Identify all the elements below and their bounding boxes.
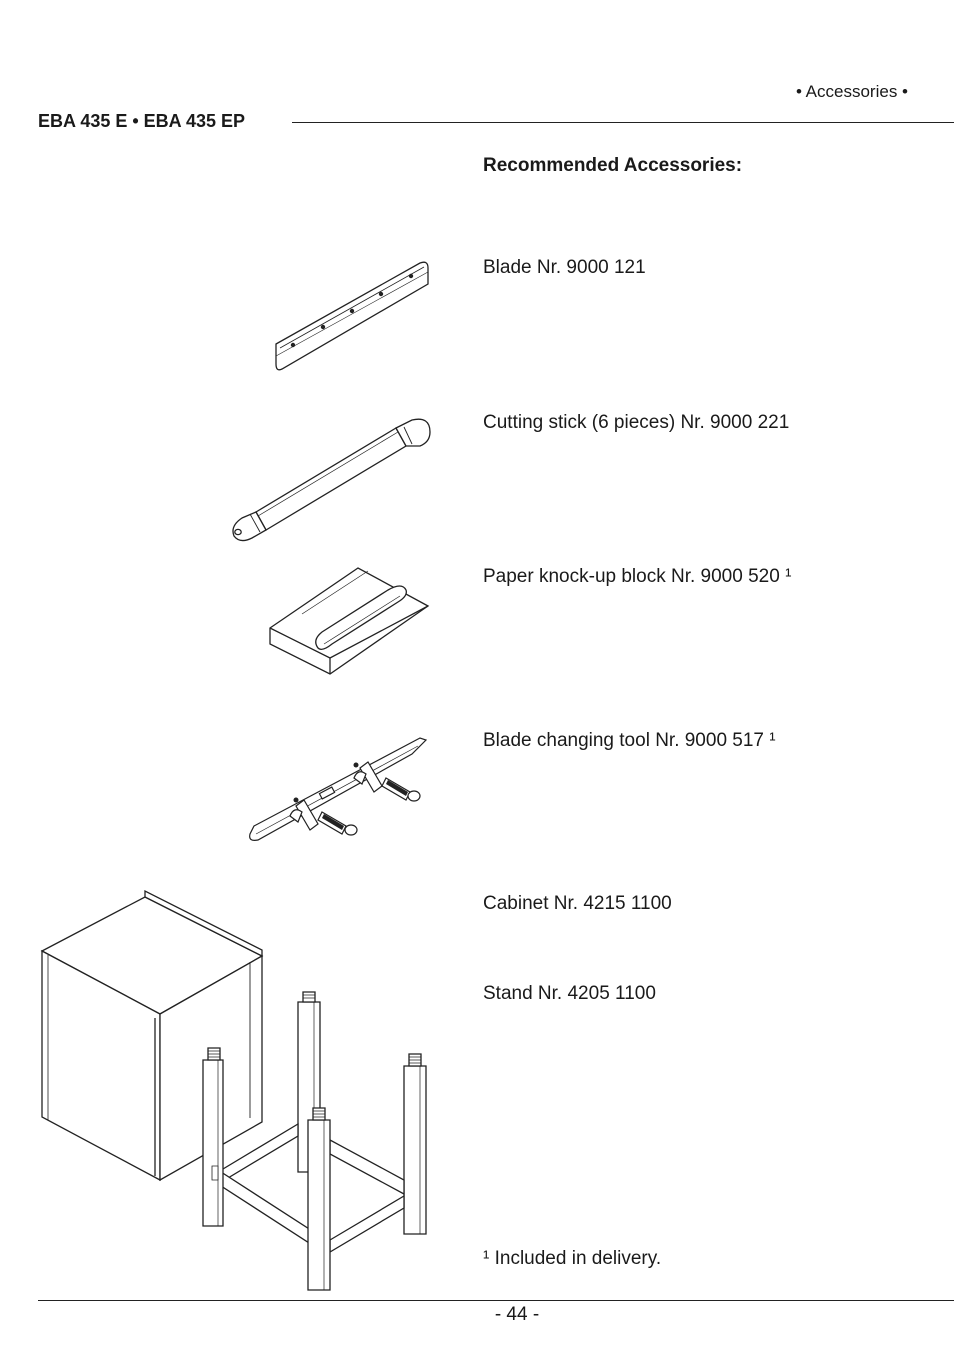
cutting-stick-illustration — [228, 414, 436, 544]
item-label-blade-changing-tool: Blade changing tool Nr. 9000 517 ¹ — [483, 730, 776, 751]
item-label-blade: Blade Nr. 9000 121 — [483, 257, 646, 278]
knock-up-block-illustration — [266, 564, 432, 676]
cabinet-illustration — [36, 888, 266, 1186]
header-rule — [292, 122, 954, 123]
section-tag: • Accessories • — [795, 82, 908, 101]
section-heading: Recommended Accessories: — [483, 155, 743, 176]
item-label-stand: Stand Nr. 4205 1100 — [483, 983, 656, 1004]
item-label-cabinet: Cabinet Nr. 4215 1100 — [483, 893, 672, 914]
document-title: EBA 435 E • EBA 435 EP — [38, 111, 246, 131]
footer-rule — [38, 1300, 954, 1301]
page-number: - 44 - — [494, 1304, 540, 1325]
item-label-knock-up-block: Paper knock-up block Nr. 9000 520 ¹ — [483, 566, 792, 587]
blade-changing-tool-illustration — [246, 732, 428, 846]
blade-illustration — [270, 258, 436, 376]
footnote: ¹ Included in delivery. — [483, 1248, 662, 1269]
item-label-cutting-stick: Cutting stick (6 pieces) Nr. 9000 221 — [483, 412, 790, 433]
stand-illustration — [198, 986, 430, 1292]
